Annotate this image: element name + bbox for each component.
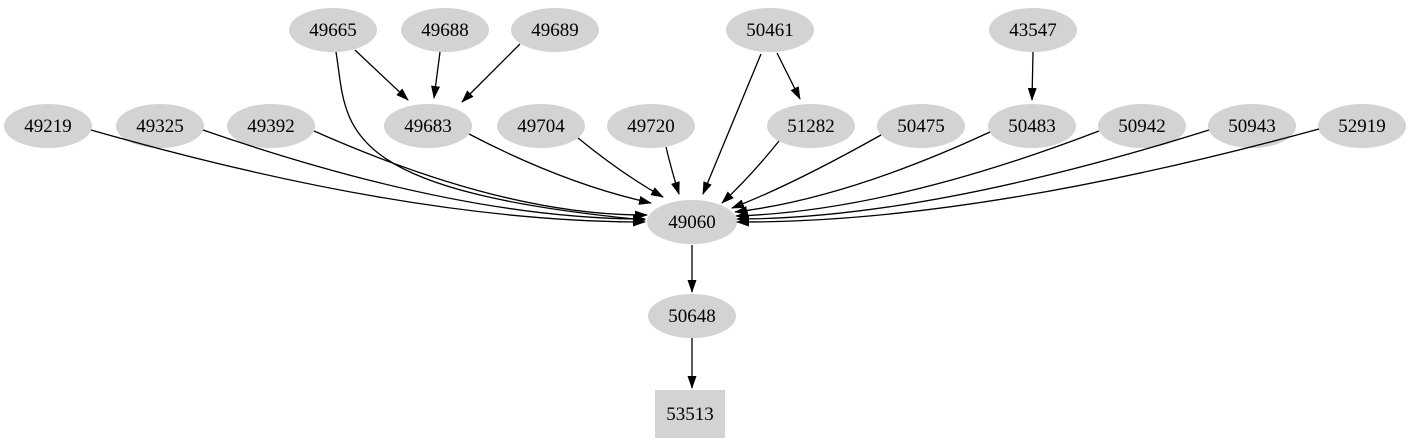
node-label: 50483	[1008, 116, 1056, 137]
node-50483: 50483	[988, 104, 1076, 148]
node-49060: 49060	[647, 200, 737, 244]
ellipse-node-shape	[511, 8, 599, 52]
ellipse-node-shape	[116, 104, 204, 148]
node-49325: 49325	[116, 104, 204, 148]
ellipse-node-shape	[227, 104, 315, 148]
edge-49665-to-49683	[354, 49, 409, 101]
edge-49689-to-49683	[461, 43, 521, 103]
node-50461: 50461	[726, 8, 814, 52]
ellipse-node-shape	[4, 104, 92, 148]
node-49720: 49720	[607, 104, 695, 148]
node-49392: 49392	[227, 104, 315, 148]
node-label: 49683	[404, 116, 452, 137]
ellipse-node-shape	[289, 8, 377, 52]
ellipse-node-shape	[401, 8, 489, 52]
ellipse-node-shape	[767, 104, 855, 148]
node-49683: 49683	[384, 104, 472, 148]
node-label: 50461	[746, 20, 794, 41]
edges-layer	[90, 43, 1320, 389]
node-label: 49720	[627, 116, 675, 137]
node-label: 50648	[668, 306, 716, 327]
node-49689: 49689	[511, 8, 599, 52]
node-49704: 49704	[497, 104, 585, 148]
node-label: 50943	[1228, 116, 1276, 137]
node-49688: 49688	[401, 8, 489, 52]
node-label: 49688	[421, 20, 469, 41]
ellipse-node-shape	[1208, 104, 1296, 148]
edge-50475-to-49060	[731, 134, 882, 209]
node-label: 49392	[247, 116, 295, 137]
ellipse-node-shape	[647, 200, 737, 244]
ellipse-node-shape	[1318, 104, 1406, 148]
node-label: 49665	[309, 20, 357, 41]
edge-49720-to-49060	[665, 146, 680, 195]
node-50475: 50475	[877, 104, 965, 148]
node-label: 51282	[787, 116, 835, 137]
node-50942: 50942	[1098, 104, 1186, 148]
node-label: 43547	[1009, 20, 1057, 41]
edge-49683-to-49060	[468, 133, 652, 205]
edge-49392-to-49060	[313, 130, 648, 220]
node-label: 50475	[897, 116, 945, 137]
nodes-layer: 49665 49688 49689 50461 43547 49219 49325 49392…	[4, 8, 1406, 438]
node-43547: 43547	[989, 8, 1077, 52]
node-50648: 50648	[648, 294, 736, 338]
ellipse-node-shape	[877, 104, 965, 148]
edge-49704-to-49060	[577, 137, 664, 198]
ellipse-node-shape	[989, 8, 1077, 52]
node-51282: 51282	[767, 104, 855, 148]
edge-50942-to-49060	[735, 130, 1100, 221]
ellipse-node-shape	[648, 294, 736, 338]
node-49219: 49219	[4, 104, 92, 148]
edge-49325-to-49060	[202, 129, 646, 224]
edge-52919-to-49060	[736, 128, 1320, 227]
node-label: 49219	[24, 116, 72, 137]
box-node-shape	[655, 390, 725, 438]
ellipse-node-shape	[497, 104, 585, 148]
ellipse-node-shape	[726, 8, 814, 52]
node-53513: 53513	[655, 390, 725, 438]
node-label: 53513	[666, 404, 714, 425]
edge-50943-to-49060	[736, 129, 1210, 224]
ellipse-node-shape	[1098, 104, 1186, 148]
edge-50461-to-49060	[702, 53, 762, 195]
edge-43547-to-50483	[1027, 51, 1037, 101]
node-label: 50942	[1118, 116, 1166, 137]
edge-49219-to-49060	[90, 129, 646, 227]
ellipse-node-shape	[988, 104, 1076, 148]
node-label: 49704	[517, 116, 565, 137]
edge-49688-to-49683	[431, 51, 441, 99]
edge-50483-to-49060	[734, 131, 991, 216]
node-50943: 50943	[1208, 104, 1296, 148]
edge-51282-to-49060	[721, 140, 780, 204]
node-label: 49325	[136, 116, 184, 137]
edge-49665-to-49060	[335, 51, 646, 224]
node-49665: 49665	[289, 8, 377, 52]
edge-50461-to-51282	[776, 52, 801, 100]
node-label: 49689	[531, 20, 579, 41]
node-label: 52919	[1338, 116, 1386, 137]
ellipse-node-shape	[607, 104, 695, 148]
ellipse-node-shape	[384, 104, 472, 148]
node-label: 49060	[668, 212, 716, 233]
node-52919: 52919	[1318, 104, 1406, 148]
